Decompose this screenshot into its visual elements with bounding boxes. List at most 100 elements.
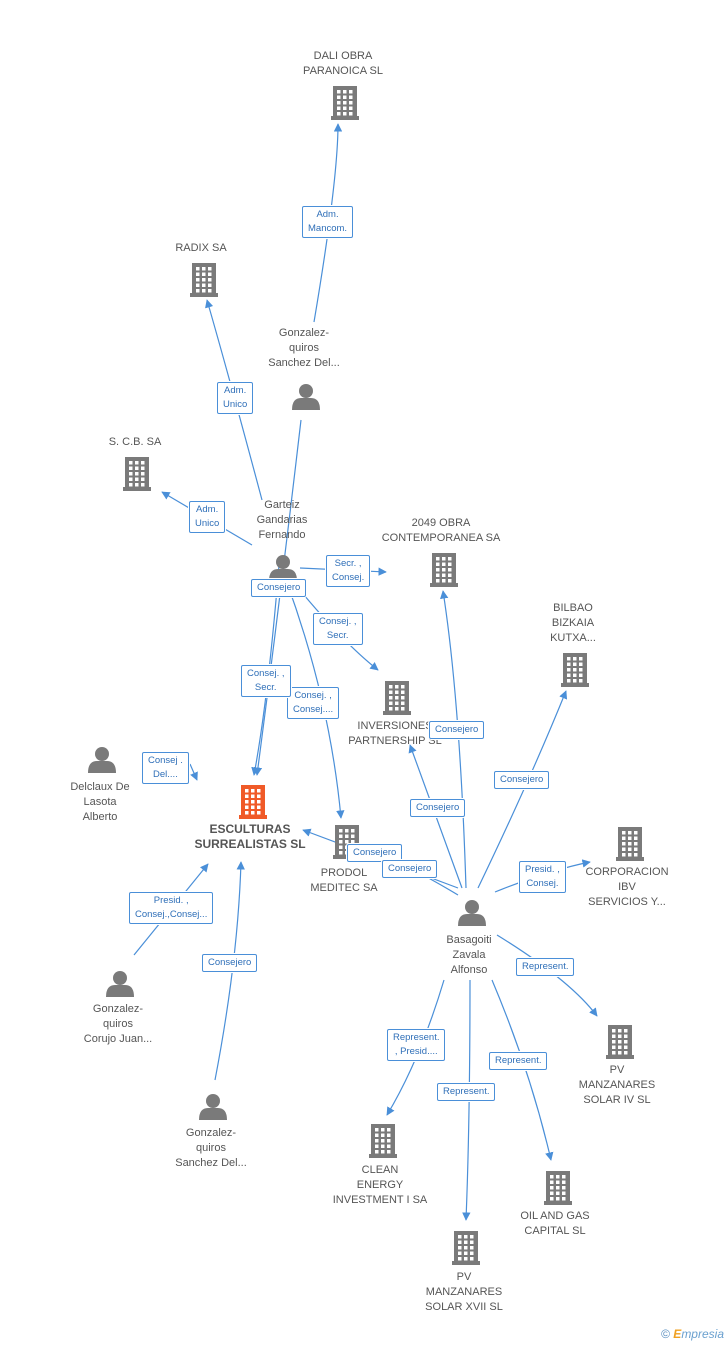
node-label-dali[interactable]: DALI OBRA PARANOICA SL bbox=[303, 49, 383, 79]
edge-label-line: Consej . bbox=[148, 755, 183, 766]
building-icon-corporacion[interactable] bbox=[616, 827, 644, 861]
node-label-line: DALI OBRA bbox=[313, 50, 373, 62]
edge-label-basagoiti-to-bbk: Consejero bbox=[494, 771, 550, 789]
edge-label-garteiz-to-obra2049: Secr. , Consej. bbox=[326, 555, 371, 587]
edge-label-basagoiti-to-esculturas: Consejero bbox=[347, 844, 403, 862]
node-label-obra2049[interactable]: 2049 OBRA CONTEMPORANEA SA bbox=[382, 516, 501, 546]
node-label-line: INVERSIONES bbox=[357, 720, 433, 732]
edge-label-line: Consej. , bbox=[319, 616, 357, 627]
node-label-line: OIL AND GAS bbox=[520, 1210, 590, 1222]
node-label-line: Gonzalez- bbox=[92, 1003, 144, 1015]
node-label-line: SOLAR XVII SL bbox=[425, 1301, 503, 1313]
edge-basagoiti-to-bbk bbox=[477, 690, 568, 889]
person-icon-garteiz[interactable] bbox=[269, 555, 297, 581]
building-icon-inversiones[interactable] bbox=[383, 681, 411, 715]
person-icon-delclaux[interactable] bbox=[88, 747, 116, 773]
edge-gq_del_top-to-esculturas bbox=[253, 419, 302, 776]
node-label-line: Fernando bbox=[258, 529, 306, 541]
edge-label-line: Represent. bbox=[393, 1032, 440, 1043]
node-label-line: CLEAN bbox=[361, 1164, 399, 1176]
node-label-line: PARANOICA SL bbox=[303, 65, 383, 77]
edge-basagoiti-to-oil bbox=[491, 979, 554, 1161]
node-label-inversiones[interactable]: INVERSIONES PARTNERSHIP SL bbox=[348, 719, 442, 749]
edge-label-line: Consejero bbox=[353, 847, 397, 858]
edge-label-line: Consej. bbox=[332, 572, 365, 583]
edge-label-gq_del_top-to-dali: Adm. Mancom. bbox=[302, 206, 354, 238]
node-label-line: PV bbox=[609, 1064, 625, 1076]
edge-label-line: Unico bbox=[195, 518, 220, 529]
person-icon-gq_del_bottom[interactable] bbox=[199, 1094, 227, 1120]
building-icon-pv17[interactable] bbox=[452, 1231, 480, 1265]
edge-label-line: Represent. bbox=[522, 961, 569, 972]
building-icon-dali[interactable] bbox=[331, 86, 359, 120]
node-label-line: Zavala bbox=[452, 949, 486, 961]
node-label-line: PV bbox=[456, 1271, 472, 1283]
edge-label-line: Presid. , bbox=[153, 895, 189, 906]
node-label-line: Corujo Juan... bbox=[83, 1033, 153, 1045]
edge-label-line: Adm. bbox=[196, 504, 219, 515]
building-icon-clean[interactable] bbox=[369, 1124, 397, 1158]
node-label-line: 2049 OBRA bbox=[411, 517, 471, 529]
edge-label-line: Adm. bbox=[316, 209, 339, 220]
person-icon-gq_del_top[interactable] bbox=[292, 384, 320, 410]
focus-company-building-icon[interactable] bbox=[239, 785, 267, 819]
node-label-line: CORPORACION bbox=[585, 866, 669, 878]
edge-label-line: Mancom. bbox=[308, 223, 348, 234]
edge-label-line: Adm. bbox=[224, 385, 247, 396]
edge-label-line: Consej. , bbox=[247, 668, 285, 679]
edge-label-line: Secr. bbox=[254, 682, 277, 693]
edge-label-line: Unico bbox=[223, 399, 248, 410]
node-label-line: quiros bbox=[103, 1018, 133, 1030]
building-icon-bbk[interactable] bbox=[561, 653, 589, 687]
edge-label-delclaux-to-esculturas: Consej . Del.... bbox=[142, 752, 189, 784]
node-label-line: BIZKAIA bbox=[551, 617, 595, 629]
node-label-line: CONTEMPORANEA SA bbox=[381, 532, 501, 544]
person-icon-gq_corujo[interactable] bbox=[106, 971, 134, 997]
person-icon-basagoiti[interactable] bbox=[458, 900, 486, 926]
building-icon-scb[interactable] bbox=[123, 457, 151, 491]
node-label-line: KUTXA... bbox=[550, 632, 596, 644]
edge-label-line: Consejero bbox=[435, 724, 479, 735]
brand-footer[interactable]: © Empresia bbox=[661, 1327, 724, 1341]
building-icon-obra2049[interactable] bbox=[430, 553, 458, 587]
edge-label-garteiz-to-esculturas: Consejero bbox=[251, 579, 307, 597]
node-label-line: Sanchez Del... bbox=[175, 1157, 247, 1169]
edge-label-line: Secr. , bbox=[334, 558, 362, 569]
edge-basagoiti-to-obra2049 bbox=[440, 590, 467, 889]
node-label-radix[interactable]: RADIX SA bbox=[175, 241, 226, 256]
node-label-line: Basagoiti bbox=[446, 934, 492, 946]
edge-label-line: Consejero bbox=[500, 774, 544, 785]
node-label-line: ENERGY bbox=[356, 1179, 404, 1191]
edge-label-basagoiti-to-pv17: Represent. bbox=[437, 1083, 496, 1101]
building-icon-oil[interactable] bbox=[544, 1171, 572, 1205]
edge-label-line: Consejero bbox=[416, 802, 460, 813]
node-label-line: IBV bbox=[618, 881, 636, 893]
edge-label-line: Represent. bbox=[443, 1086, 490, 1097]
building-icon-pv4[interactable] bbox=[606, 1025, 634, 1059]
edge-label-line: Consej. , bbox=[294, 690, 332, 701]
edge-label-basagoiti-to-prodol: Consejero bbox=[382, 860, 438, 878]
node-label-line: PARTNERSHIP SL bbox=[348, 735, 442, 747]
building-icon-radix[interactable] bbox=[190, 263, 218, 297]
node-label-line: SOLAR IV SL bbox=[583, 1094, 651, 1106]
node-label-line: Gonzalez- bbox=[278, 327, 330, 339]
edge-basagoiti-to-pv17 bbox=[462, 979, 471, 1221]
node-label-scb[interactable]: S. C.B. SA bbox=[109, 435, 162, 450]
edge-label-garteiz-to-prodol: Consej. ,Consej.... bbox=[287, 687, 340, 719]
edge-label-line: Del.... bbox=[153, 769, 178, 780]
node-label-line: RADIX SA bbox=[175, 242, 227, 254]
